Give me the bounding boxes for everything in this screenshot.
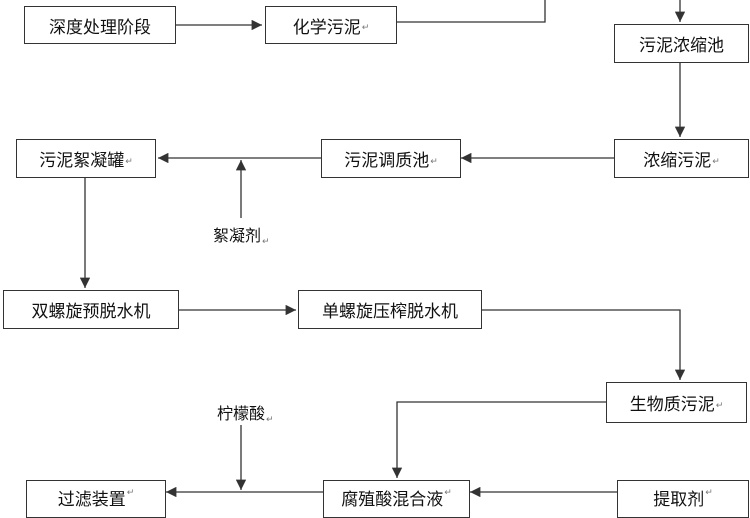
node-humic-acid-mix: 腐殖酸混合液↵	[323, 480, 470, 518]
node-filter-device-text: 过滤装置	[57, 490, 126, 510]
line-top-feed	[397, 0, 546, 23]
arrow-singlescrew-to-biomass	[482, 309, 686, 380]
label-flocculant-text: 絮凝剂	[213, 226, 262, 245]
node-deep-treatment: 深度处理阶段	[24, 6, 176, 44]
paragraph-mark: ↵	[125, 156, 133, 167]
node-sludge-thickening-tank: 污泥浓缩池	[614, 24, 749, 63]
node-sludge-flocculation-tank: 污泥絮凝罐↵	[16, 139, 156, 178]
node-thickened-sludge-text: 浓缩污泥	[643, 151, 712, 171]
node-humic-acid-mix-text: 腐殖酸混合液	[341, 490, 444, 510]
paragraph-mark: ↵	[262, 237, 270, 247]
paragraph-mark: ↵	[266, 415, 274, 425]
node-extractant-text: 提取剂	[653, 490, 705, 510]
node-sludge-flocculation-tank-text: 污泥絮凝罐	[39, 151, 125, 171]
node-sludge-thickening-tank-text: 污泥浓缩池	[639, 36, 724, 56]
node-chemical-sludge: 化学污泥↵	[265, 6, 397, 44]
flow-connectors	[79, 0, 686, 498]
node-twin-screw-predewater-text: 双螺旋预脱水机	[31, 302, 151, 322]
node-extractant: 提取剂↵	[617, 480, 749, 518]
node-thickened-sludge: 浓缩污泥↵	[614, 139, 749, 178]
paragraph-mark: ↵	[715, 400, 724, 411]
node-single-screw-press-text: 单螺旋压榨脱水机	[322, 302, 458, 322]
arrow-biomass-to-humic	[391, 401, 606, 478]
node-sludge-conditioning-tank: 污泥调质池↵	[321, 139, 461, 178]
paragraph-mark: ↵	[126, 488, 135, 498]
paragraph-mark: ↵	[444, 488, 452, 498]
node-sludge-conditioning-tank-text: 污泥调质池	[344, 151, 430, 171]
node-single-screw-press: 单螺旋压榨脱水机	[298, 290, 482, 329]
paragraph-mark: ↵	[705, 488, 713, 498]
label-citric-acid: 柠檬酸↵	[217, 400, 274, 425]
paragraph-mark: ↵	[712, 156, 720, 167]
label-citric-acid-text: 柠檬酸	[217, 404, 266, 423]
paragraph-mark: ↵	[430, 156, 438, 167]
node-deep-treatment-text: 深度处理阶段	[49, 17, 151, 38]
node-chemical-sludge-text: 化学污泥	[292, 17, 361, 38]
paragraph-mark: ↵	[361, 23, 370, 33]
node-filter-device: 过滤装置↵	[26, 480, 166, 518]
node-twin-screw-predewater: 双螺旋预脱水机	[3, 290, 179, 329]
node-biomass-sludge: 生物质污泥↵	[606, 382, 747, 423]
label-flocculant: 絮凝剂↵	[213, 222, 270, 247]
node-biomass-sludge-text: 生物质污泥	[629, 395, 715, 415]
